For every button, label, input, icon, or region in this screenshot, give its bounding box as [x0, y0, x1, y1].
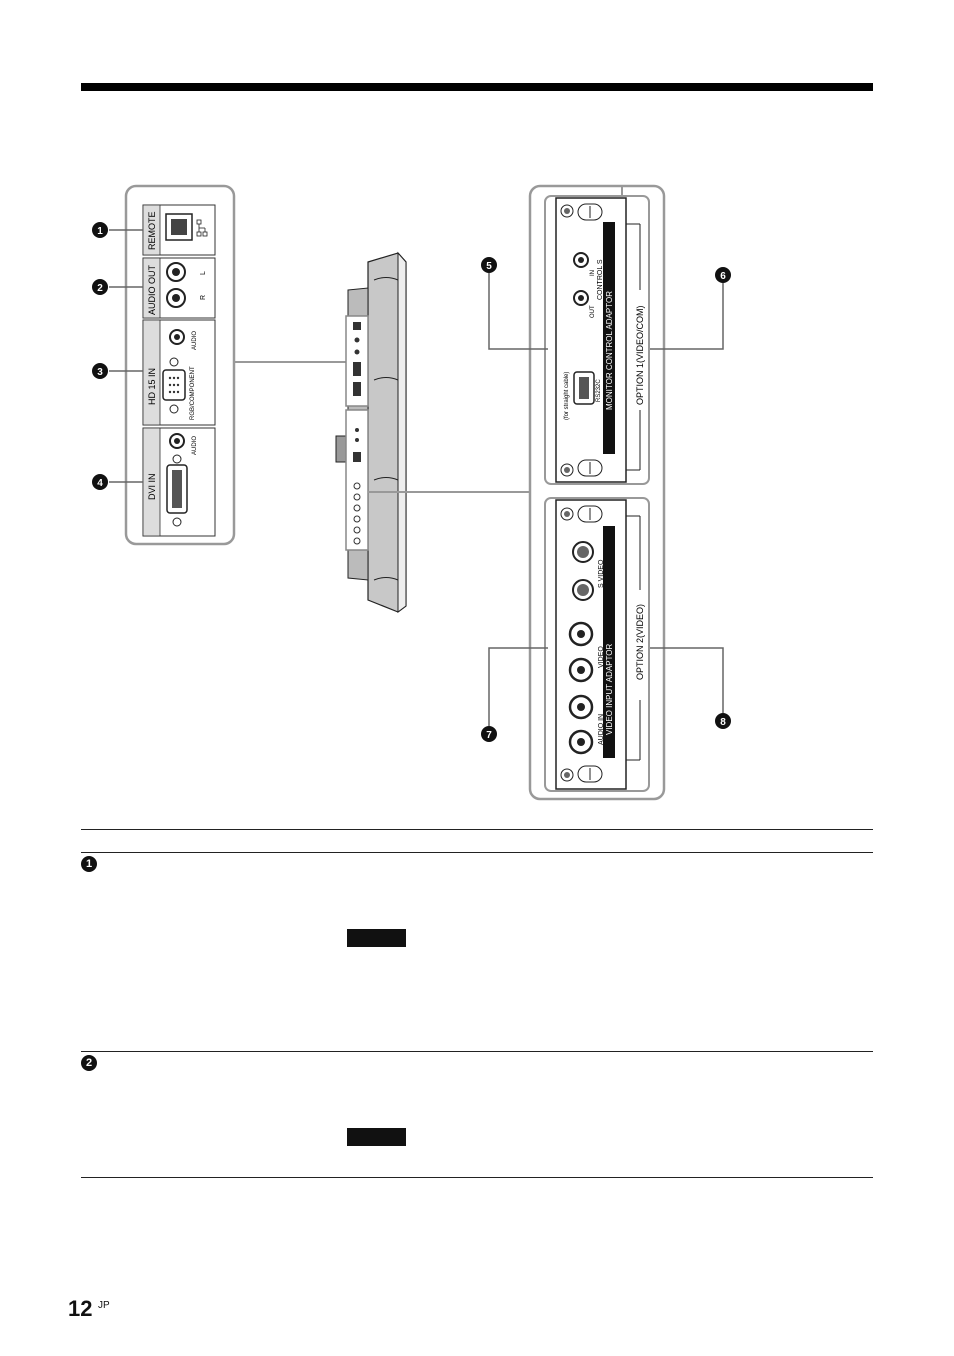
- audio-r-label: R: [200, 295, 207, 300]
- table-top-rule: [81, 829, 873, 830]
- table-row-1-note-label: [347, 929, 406, 947]
- rs232c-label: RS232C: [596, 379, 602, 402]
- option2-label: OPTION 2(VIDEO): [635, 604, 645, 680]
- control-s-label: CONTROL S: [597, 259, 604, 300]
- table-bottom-rule: [81, 1177, 873, 1178]
- monitor-adaptor-label: MONITOR CONTROL ADAPTOR: [605, 291, 614, 410]
- callout-8: 8: [720, 717, 726, 728]
- audio-out-label: AUDIO OUT: [147, 264, 157, 315]
- table-row-divider: [81, 1051, 873, 1052]
- callout-2: 2: [97, 283, 103, 294]
- option1-label: OPTION 1(VIDEO/COM): [635, 305, 645, 405]
- monitor-side-view: [234, 251, 530, 613]
- connector-panel-diagram: REMOTE AUDIO OUT L R HD 15 IN AUDIO: [92, 184, 731, 801]
- right-connector-panel: MONITOR CONTROL ADAPTOR CONTROL S IN OUT…: [528, 184, 666, 801]
- table-row-2-note-label: [347, 1128, 406, 1146]
- s-video-label: S VIDEO: [598, 559, 605, 588]
- hd15-audio-label: AUDIO: [192, 331, 198, 350]
- dvi-in-label: DVI IN: [147, 473, 157, 500]
- video-adaptor-strip: [603, 526, 615, 758]
- audio-l-label: L: [200, 271, 207, 275]
- straight-cable-label: (for straight cable): [564, 372, 570, 420]
- monitor-adaptor-strip: [603, 222, 615, 454]
- page-number-suffix: JP: [98, 1300, 110, 1311]
- hd15-in-label: HD 15 IN: [147, 368, 157, 405]
- callout-3: 3: [97, 367, 103, 378]
- callout-7: 7: [486, 730, 492, 741]
- control-s-in-label: IN: [590, 270, 596, 276]
- remote-port: [165, 213, 193, 241]
- remote-label: REMOTE: [147, 211, 157, 250]
- table-row-2-number: 2: [81, 1055, 97, 1071]
- audio-in-label: AUDIO IN: [598, 714, 605, 745]
- header-rule: [81, 83, 873, 91]
- callout-4: 4: [97, 478, 103, 489]
- dvi-audio-label: AUDIO: [192, 436, 198, 455]
- control-s-out-label: OUT: [590, 305, 596, 318]
- table-header-rule: [81, 852, 873, 853]
- network-icon: [196, 219, 208, 237]
- callout-6: 6: [720, 271, 726, 282]
- callout-5: 5: [486, 261, 492, 272]
- callouts-left: 1 2 3 4: [92, 222, 143, 490]
- callout-1: 1: [97, 226, 103, 237]
- video-adaptor-label: VIDEO INPUT ADAPTOR: [605, 643, 614, 735]
- table-row-1-number: 1: [81, 856, 97, 872]
- page-number: 12: [68, 1296, 93, 1321]
- left-connector-panel: REMOTE AUDIO OUT L R HD 15 IN AUDIO: [124, 184, 236, 546]
- video-label: VIDEO: [598, 646, 605, 668]
- rgb-component-label: RGB/COMPONENT: [190, 366, 196, 420]
- callouts-right: 5 6 7 8: [481, 257, 731, 742]
